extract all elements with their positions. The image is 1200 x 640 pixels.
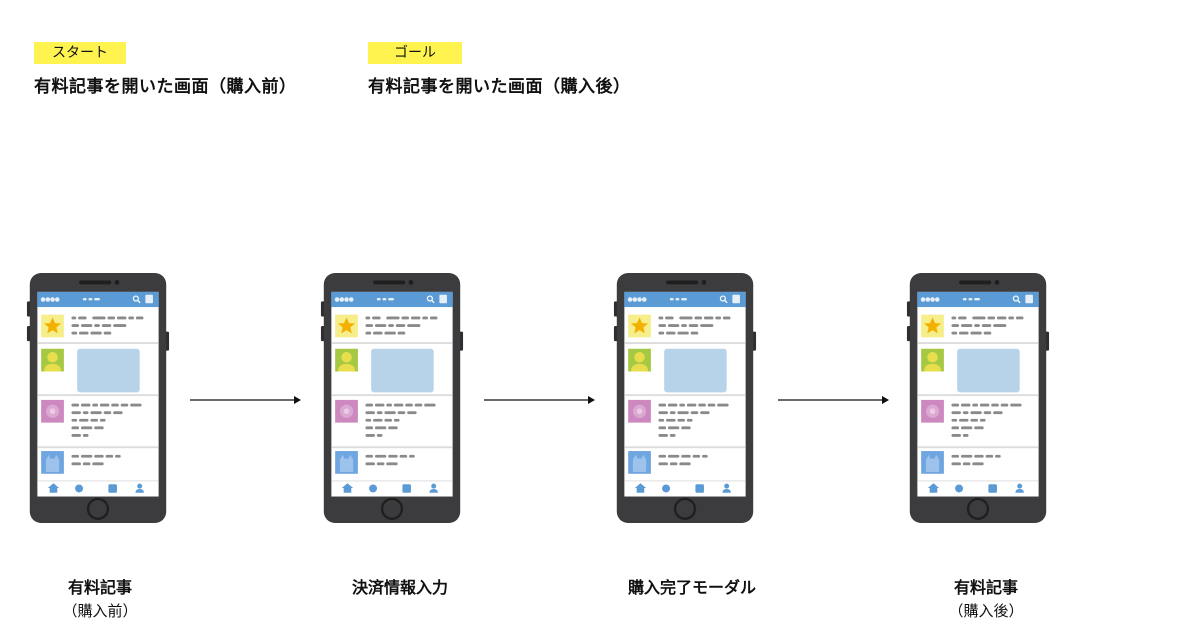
step-caption-line2: （購入前） — [62, 602, 138, 620]
flow-arrow-1 — [190, 396, 301, 404]
start-tag: スタート — [34, 42, 126, 64]
step-caption-payment-input: 決済情報入力 — [290, 574, 510, 598]
phone-illustration-payment-input — [320, 271, 464, 525]
step-caption-purchase-complete: 購入完了モーダル — [582, 574, 802, 598]
step-caption-line1: 購入完了モーダル — [627, 578, 756, 597]
step-caption-line1: 有料記事 — [67, 578, 132, 597]
step-caption-line1: 決済情報入力 — [351, 578, 448, 597]
phone-illustration-paid-article-before — [26, 271, 170, 525]
goal-tag: ゴール — [368, 42, 462, 64]
goal-heading: 有料記事を開いた画面（購入後） — [368, 77, 631, 97]
phone-illustration-purchase-complete — [613, 271, 757, 525]
flow-arrow-3 — [778, 396, 889, 404]
step-caption-line1: 有料記事 — [953, 578, 1018, 597]
step-caption-paid-article-after: 有料記事 （購入後） — [876, 574, 1096, 621]
start-heading: 有料記事を開いた画面（購入前） — [34, 77, 297, 97]
phone-illustration-paid-article-after — [906, 271, 1050, 525]
flow-arrow-2 — [484, 396, 595, 404]
step-caption-paid-article-before: 有料記事 （購入前） — [0, 574, 210, 621]
step-caption-line2: （購入後） — [948, 602, 1024, 620]
